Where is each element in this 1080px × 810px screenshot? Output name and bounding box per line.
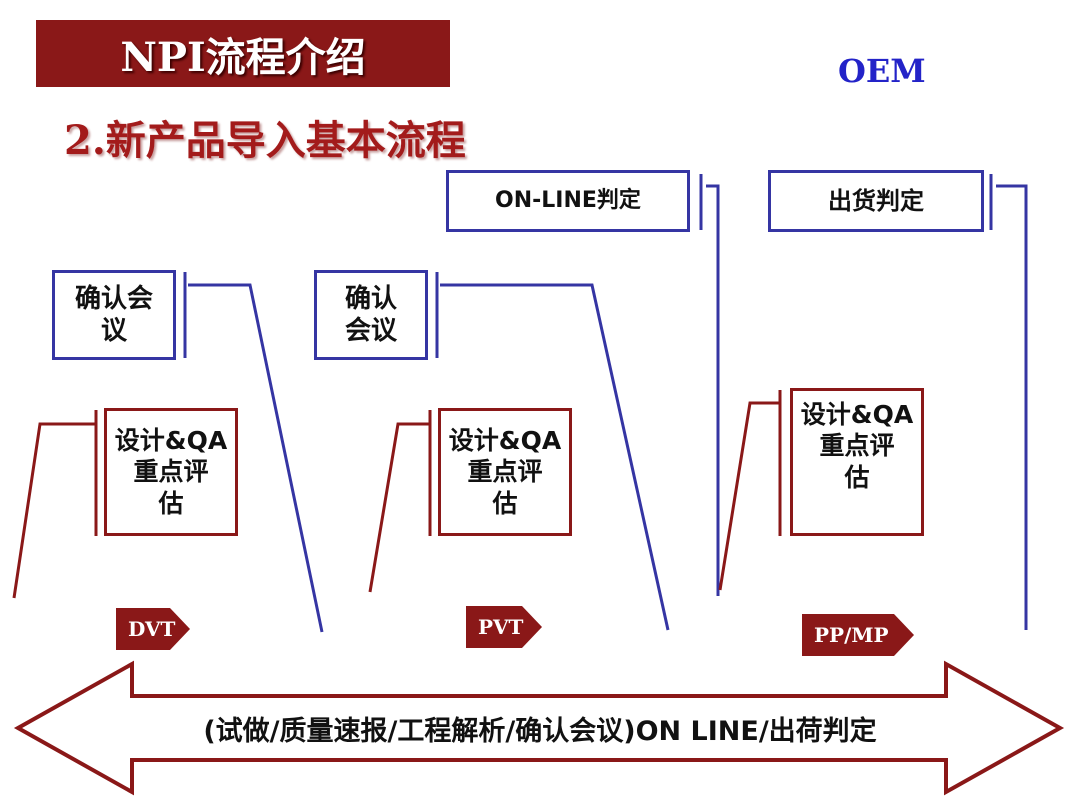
dvt-confirm-meeting-label: 确认会 议 — [74, 283, 153, 347]
dvt-review-connector — [12, 422, 96, 599]
slide-title: NPI流程介绍 — [36, 20, 450, 87]
dvt-meeting-connector — [188, 283, 324, 633]
ppmp-review-connector — [718, 401, 780, 591]
pvt-confirm-meeting-label: 确认 会议 — [344, 283, 397, 347]
pvt-review-box: 设计&QA 重点评 估 — [438, 408, 572, 536]
shipping-judgment-label: 出货判定 — [828, 187, 924, 215]
online-connector — [706, 184, 720, 596]
ppmp-review-label: 设计&QA 重点评 估 — [800, 400, 914, 492]
slide-subtitle: 2.新产品导入基本流程 — [64, 117, 466, 164]
online-judgment-label: ON-LINE判定 — [495, 188, 641, 214]
shipping-judgment-box: 出货判定 — [768, 170, 984, 232]
ppmp-review-box: 设计&QA 重点评 估 — [790, 388, 924, 536]
online-judgment-box: ON-LINE判定 — [446, 170, 690, 232]
pvt-review-label: 设计&QA 重点评 估 — [448, 426, 562, 518]
pvt-review-connector — [368, 422, 430, 593]
dvt-review-label: 设计&QA 重点评 估 — [114, 426, 228, 518]
pvt-confirm-meeting-box: 确认 会议 — [314, 270, 428, 360]
dvt-confirm-meeting-box: 确认会 议 — [52, 270, 176, 360]
shipping-connector — [996, 184, 1028, 630]
oem-label: OEM — [838, 52, 926, 90]
pvt-meeting-connector — [440, 283, 670, 631]
bottom-arrow-text: (试做/质量速报/工程解析/确认会议)ON LINE/出荷判定 — [203, 715, 877, 747]
bottom-double-arrow — [13, 660, 1065, 796]
ppmp-tag: PP/MP — [802, 614, 914, 656]
dvt-review-box: 设计&QA 重点评 估 — [104, 408, 238, 536]
